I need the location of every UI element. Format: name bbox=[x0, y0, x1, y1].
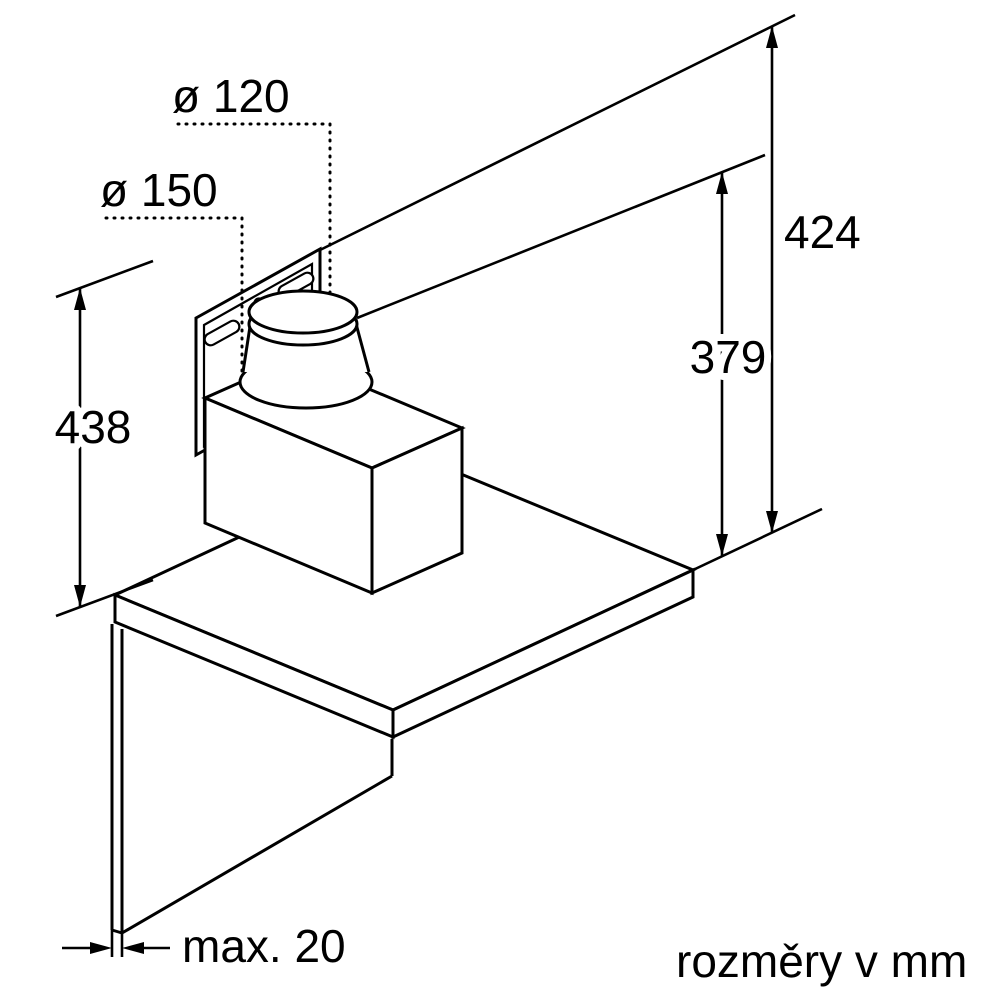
canopy-top-extension-line bbox=[692, 507, 823, 572]
dimension-438: 438 bbox=[48, 259, 154, 618]
dim-438-arrow-down bbox=[74, 585, 86, 607]
dimension-max-20: max. 20 bbox=[62, 920, 346, 972]
wall-panel bbox=[110, 624, 394, 957]
dim-379-label: 379 bbox=[690, 331, 767, 383]
canopy bbox=[111, 453, 697, 740]
dim-424-arrow-up bbox=[766, 26, 778, 48]
dim-379-arrow-up bbox=[716, 172, 728, 194]
max20-label: max. 20 bbox=[182, 920, 346, 972]
collar-top-rim-upper bbox=[247, 289, 359, 335]
motor-box-right-face bbox=[370, 425, 464, 596]
duct-collar bbox=[238, 289, 374, 410]
dia-150-label: ø 150 bbox=[100, 164, 218, 216]
max20-arrow-right bbox=[90, 942, 112, 954]
callout-diameter-150: ø 150 bbox=[100, 164, 244, 374]
chimney-projection-lines bbox=[319, 13, 823, 572]
panel-bottom-depth-edge bbox=[121, 774, 393, 935]
dimension-424: 424 bbox=[766, 26, 861, 533]
dim-424-label: 424 bbox=[784, 206, 861, 258]
dia-120-label: ø 120 bbox=[172, 70, 290, 122]
projection-line-upper bbox=[319, 13, 796, 252]
mounting-slot-left bbox=[203, 319, 241, 347]
dim-438-extension-bottom bbox=[55, 578, 154, 618]
canopy-right-face bbox=[391, 567, 695, 740]
units-note: rozměry v mm bbox=[676, 935, 967, 987]
dim-438-extension-top bbox=[55, 259, 154, 299]
dimension-379: 379 bbox=[683, 172, 773, 556]
projection-line-lower bbox=[356, 153, 766, 320]
panel-bottom-edge bbox=[111, 928, 123, 935]
dim-424-arrow-down bbox=[766, 511, 778, 533]
callout-diameter-120: ø 120 bbox=[172, 70, 332, 296]
max20-arrow-left bbox=[122, 942, 144, 954]
dim-438-label: 438 bbox=[55, 401, 132, 453]
dim-438-arrow-up bbox=[74, 288, 86, 310]
dim-379-arrow-down bbox=[716, 534, 728, 556]
